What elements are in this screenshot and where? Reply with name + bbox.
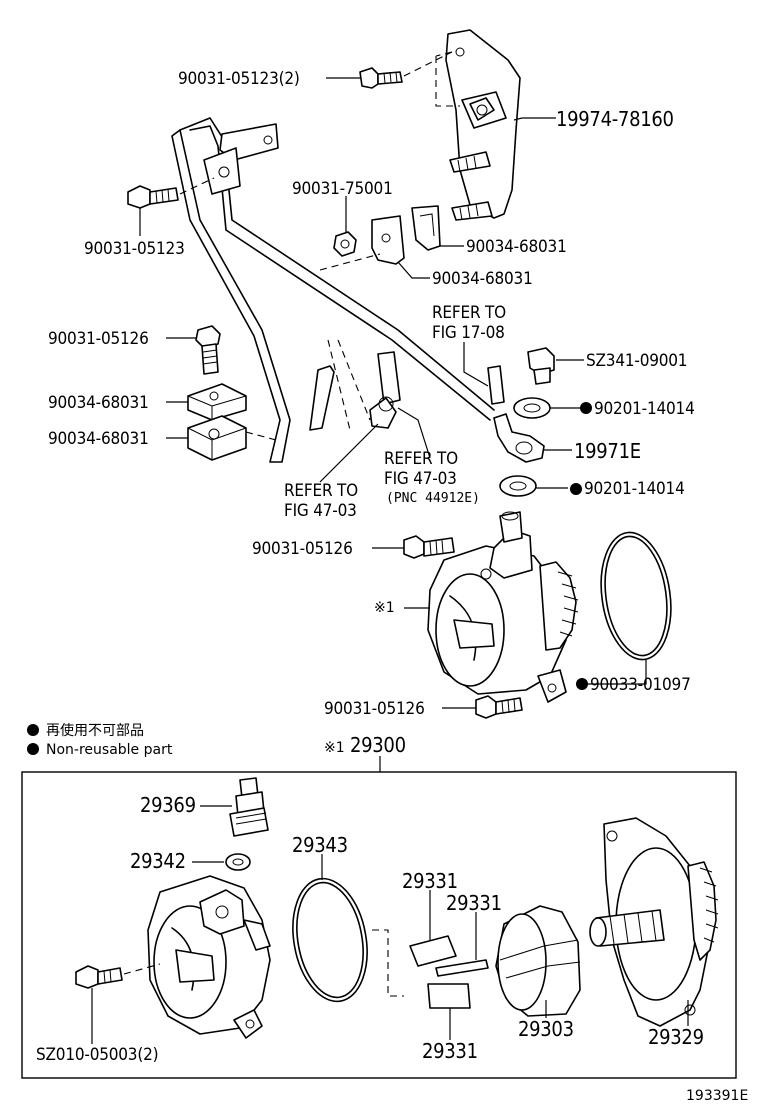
dash-inset-mid [372,929,404,997]
dash-clamp-r [319,253,381,271]
legend-dot-jp [27,724,39,736]
label-29300: 29300 [350,733,406,757]
labels-upper: 90031-05123(2) 19974-78160 90031-05123 9… [48,69,695,757]
leader-lines-upper [139,77,647,772]
pump-housing[interactable] [147,875,271,1039]
label-refer-4703b-a: REFER TO [284,481,358,501]
label-refer-4703a-c: (PNC 44912E) [386,491,480,506]
label-29329: 29329 [648,1025,704,1049]
bolt-90031-05126-pump-top[interactable] [403,535,455,559]
label-refer-1708-a: REFER TO [432,303,506,323]
union-19971e[interactable] [493,413,545,463]
dash-sz010 [123,963,161,975]
label-refer-1708-b: FIG 17-08 [432,323,505,343]
part-29369[interactable] [229,777,269,837]
label-29343: 29343 [292,833,348,857]
label-sz010-05003: SZ010-05003(2) [36,1045,158,1065]
clamp-90034-68031-r2[interactable] [371,215,405,265]
label-90033-01097: 90033-01097 [590,675,691,695]
label-90034-68031-l2: 90034-68031 [48,429,149,449]
vacuum-pump-29300[interactable] [427,511,579,703]
bolt-90031-05123-top[interactable] [359,67,403,89]
legend-japanese: 再使用不可部品 [46,722,144,739]
nut-90031-75001[interactable] [333,231,357,257]
label-assy-mark: ※1 [324,740,345,756]
labels-inset: 29369 29342 29343 29331 29331 29331 2930… [36,793,704,1065]
cover-29329[interactable] [589,817,719,1027]
label-29331-a: 29331 [402,869,458,893]
vane-29331-b[interactable] [435,959,489,977]
label-90034-68031-r2: 90034-68031 [432,269,533,289]
clamp-90034-68031-l1[interactable] [187,383,247,421]
label-90034-68031-l1: 90034-68031 [48,393,149,413]
dash-bolt-left [179,177,215,195]
non-reusable-markers [570,402,592,690]
label-90034-68031-r1: 90034-68031 [466,237,567,257]
label-90031-05123-2: 90031-05123(2) [178,69,300,89]
bolt-90031-05126-clamp[interactable] [195,325,221,375]
legend: 再使用不可部品 Non-reusable part [27,722,173,758]
label-29369: 29369 [140,793,196,817]
bolt-90031-05123-left[interactable] [127,185,179,209]
part-29342[interactable] [225,853,251,871]
label-90031-05126-pump-bottom: 90031-05126 [324,699,425,719]
label-ref-mark: ※1 [374,600,395,616]
clamp-90034-68031-r1[interactable] [411,205,441,251]
label-refer-4703a-b: FIG 47-03 [384,469,457,489]
label-90031-05126-pump-top: 90031-05126 [252,539,353,559]
inset-box [21,771,737,1079]
rotor-29303[interactable] [495,905,581,1017]
label-90201-14014-1: 90201-14014 [594,399,695,419]
leader-lines-inset [91,805,689,1044]
o-ring-90033-01097[interactable] [593,528,678,664]
gasket-90201-14014-1[interactable] [513,397,551,419]
label-29331-b: 29331 [446,891,502,915]
pipe-ref-17-08[interactable] [487,365,505,405]
vane-29331-a[interactable] [409,935,457,967]
bracket-19974-78160[interactable] [445,29,521,221]
gasket-90201-14014-2[interactable] [499,475,537,497]
vacuum-pipe-assembly[interactable] [171,117,495,463]
label-19971e: 19971E [574,439,641,463]
label-29342: 29342 [130,849,186,873]
label-29331-c: 29331 [422,1039,478,1063]
label-sz341-09001: SZ341-09001 [586,351,687,371]
label-19974-78160: 19974-78160 [556,107,674,131]
clamp-90034-68031-l2[interactable] [187,415,247,461]
label-29303: 29303 [518,1017,574,1041]
label-refer-4703b-b: FIG 47-03 [284,501,357,521]
vane-29331-c[interactable] [427,983,471,1009]
label-90031-05126-clamp: 90031-05126 [48,329,149,349]
hose-ref-47-03-right[interactable] [369,351,401,429]
part-29343[interactable] [284,873,376,1008]
label-90031-75001: 90031-75001 [292,179,393,199]
label-refer-4703a-a: REFER TO [384,449,458,469]
label-90201-14014-2: 90201-14014 [584,479,685,499]
plug-sz341-09001[interactable] [527,347,555,385]
legend-dot-en [27,743,39,755]
bolt-90031-05126-pump-bottom[interactable] [475,695,523,719]
label-90031-05123: 90031-05123 [84,239,185,259]
bolt-sz010-05003[interactable] [75,965,123,989]
dash-bolt-top [403,51,460,107]
legend-english: Non-reusable part [46,742,173,758]
dash-hose [327,339,371,431]
hose-ref-47-03-left[interactable] [309,365,335,431]
diagram-id: 193391E [686,1088,748,1104]
dash-clamp-l [245,431,277,441]
